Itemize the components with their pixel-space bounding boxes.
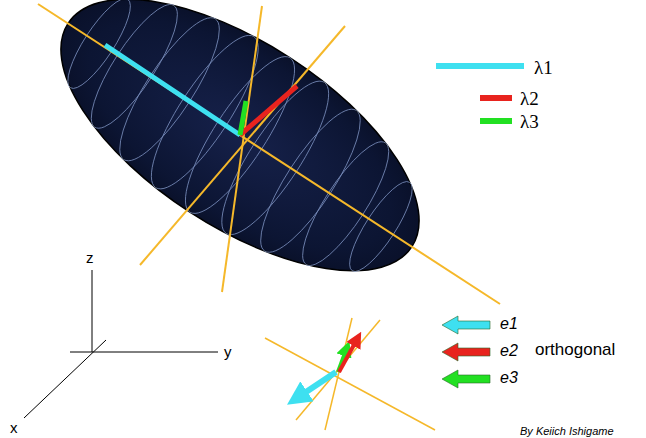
note: orthogonal: [535, 341, 615, 358]
axis-label: y: [224, 344, 232, 359]
legend-swatch: [480, 95, 512, 101]
axis-label: x: [10, 420, 18, 435]
legend-text: λ3: [520, 112, 539, 131]
credit: By Keiich Ishigame: [520, 426, 614, 437]
axis-lines: [38, 4, 500, 304]
axis-lambda3: [240, 101, 246, 135]
ellipsoid: [18, 0, 462, 324]
axis-label: z: [86, 250, 94, 265]
legend-arrow: [442, 316, 490, 334]
axis-lambda2: [240, 86, 297, 135]
legend-text: λ2: [520, 89, 539, 108]
legend-text: e1: [500, 316, 518, 332]
legend-swatch: [480, 118, 512, 124]
small-axis-lines: [265, 318, 435, 430]
wireframe-rings: [37, 0, 444, 312]
legend-arrow: [442, 343, 490, 361]
coordinate-axes: [24, 270, 218, 418]
eigenvector-arrows: [303, 343, 355, 394]
legend-text: e2: [500, 343, 518, 359]
legend-swatch: [436, 63, 524, 69]
legend-arrow: [442, 370, 490, 388]
legend-text: λ1: [534, 58, 553, 77]
axis-lambda1: [105, 45, 240, 135]
legend-text: e3: [500, 370, 518, 386]
